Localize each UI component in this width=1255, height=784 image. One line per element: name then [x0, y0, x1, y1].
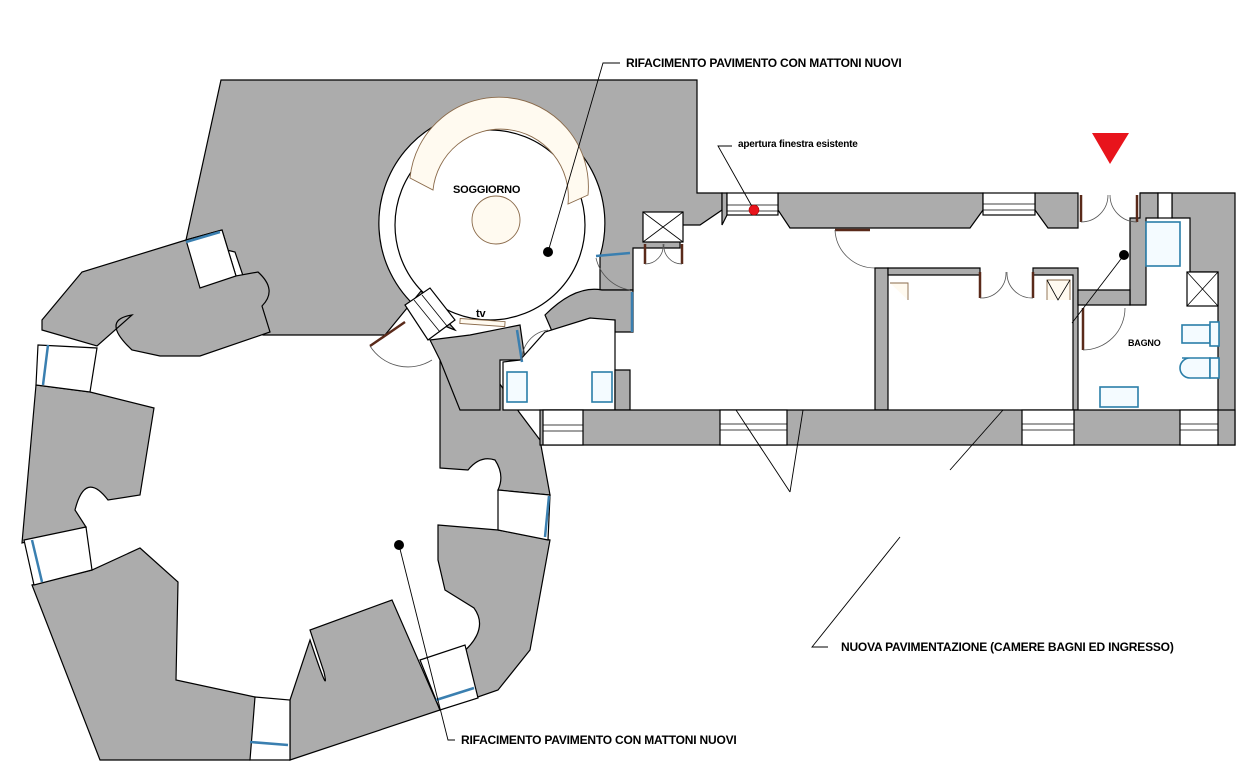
corridor-windows: [726, 192, 1173, 219]
annotation-new-flooring-note: NUOVA PAVIMENTAZIONE (CAMERE BAGNI ED IN…: [841, 640, 1174, 654]
wall-tv-segment: [429, 324, 526, 411]
curved-sofa: [409, 96, 589, 205]
annotation-window-note: apertura finestra esistente: [738, 139, 858, 150]
room-label-soggiorno: SOGGIORNO: [453, 184, 521, 196]
wall-bottom-right-wing: [539, 409, 1236, 446]
wall-partition-d: [1077, 289, 1131, 306]
tower-wall-w: [21, 384, 155, 544]
annotation-bottom-note: RIFACIMENTO PAVIMENTO CON MATTONI NUOVI: [461, 733, 737, 747]
tower-wall-sw: [31, 547, 261, 761]
corridor-door-arc: [834, 229, 876, 269]
wall-top-corridor-2: [777, 192, 984, 229]
living-room-door-arc: [369, 287, 456, 368]
wall-partition-b: [887, 267, 981, 276]
living-room-glass-door-arc: [595, 257, 631, 291]
annotation-leaders: [394, 62, 1129, 741]
annotation-top-note: RIFACIMENTO PAVIMENTO CON MATTONI NUOVI: [626, 56, 902, 70]
living-room-glass-door: [595, 251, 631, 258]
small-bathroom: [502, 292, 634, 411]
tv-label: tv: [476, 308, 486, 320]
round-table: [471, 195, 521, 245]
entrance-marker-icon: [1092, 133, 1129, 164]
room-label-bagno: BAGNO: [1128, 338, 1161, 348]
tv-unit: [459, 317, 506, 328]
wall-top-corridor-3: [1034, 192, 1079, 229]
bedroom-double-door: [890, 271, 1071, 301]
service-shaft-1: [642, 211, 684, 265]
tower-wall-s: [289, 599, 441, 761]
wall-small-bath-right: [614, 369, 631, 411]
bathroom-fixtures: [1081, 221, 1220, 408]
bottom-windows: [542, 409, 1219, 446]
wall-top-corridor-1: [721, 192, 728, 226]
tower-windows: [23, 229, 551, 761]
entrance-double-door: [1079, 194, 1139, 223]
wall-partition-a: [874, 267, 889, 411]
